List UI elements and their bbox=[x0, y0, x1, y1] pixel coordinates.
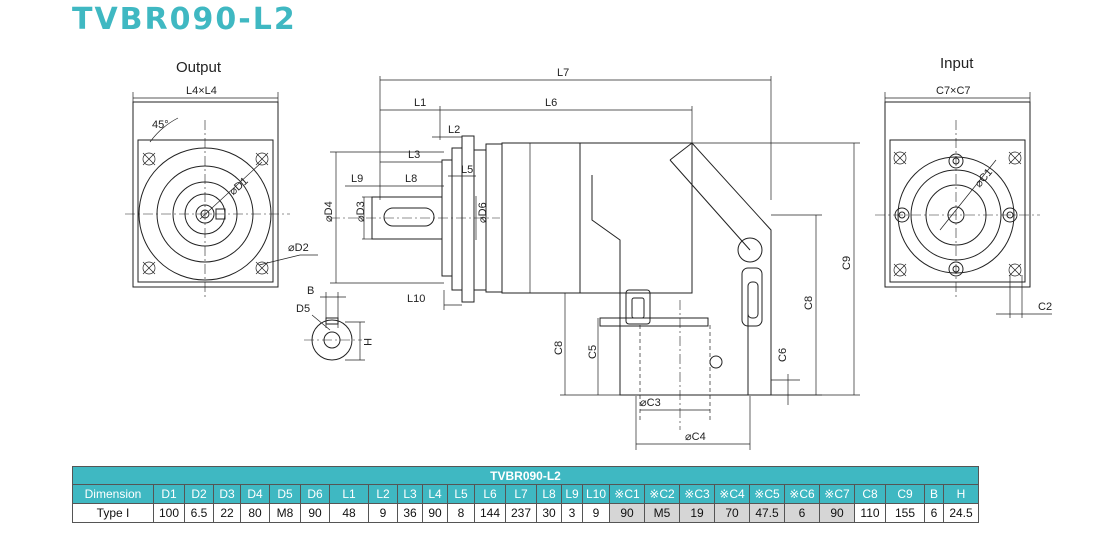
table-cell: 90 bbox=[300, 503, 330, 523]
dim-L9: L9 bbox=[351, 173, 363, 185]
table-caption: TVBR090-L2 bbox=[72, 466, 979, 485]
dim-L2: L2 bbox=[448, 124, 460, 136]
page-title: TVBR090-L2 bbox=[72, 2, 297, 37]
dim-L1: L1 bbox=[414, 97, 426, 109]
table-header-cell: ※C1 bbox=[609, 484, 645, 504]
dim-C3: ⌀C3 bbox=[640, 397, 661, 409]
table-header-cell: L10 bbox=[582, 484, 610, 504]
dim-L4xL4: L4×L4 bbox=[186, 85, 217, 97]
table-header-cell: L2 bbox=[368, 484, 398, 504]
table-row-label: Type I bbox=[72, 503, 154, 523]
table-header-cell: B bbox=[924, 484, 944, 504]
table-cell: 237 bbox=[505, 503, 537, 523]
dim-L7: L7 bbox=[557, 67, 569, 79]
dim-C7xC7: C7×C7 bbox=[936, 85, 971, 97]
table-cell: M8 bbox=[269, 503, 301, 523]
dim-L8: L8 bbox=[405, 173, 417, 185]
table-cell: 90 bbox=[422, 503, 448, 523]
dim-C2: C2 bbox=[1038, 301, 1052, 313]
table-header-cell: ※C2 bbox=[644, 484, 680, 504]
output-view: Output L4×L4 45° ⌀D1 bbox=[125, 59, 318, 300]
table-cell: 9 bbox=[582, 503, 610, 523]
table-cell: 90 bbox=[609, 503, 645, 523]
table-cell: 9 bbox=[368, 503, 398, 523]
table-header-cell: C9 bbox=[885, 484, 925, 504]
table-header-cell: D1 bbox=[153, 484, 185, 504]
dim-L6: L6 bbox=[545, 97, 557, 109]
table-cell: 100 bbox=[153, 503, 185, 523]
dim-angle-45: 45° bbox=[152, 119, 169, 131]
table-header-cell: ※C4 bbox=[714, 484, 750, 504]
table-header-cell: L1 bbox=[329, 484, 369, 504]
table-cell: 155 bbox=[885, 503, 925, 523]
technical-drawing: Output L4×L4 45° ⌀D1 bbox=[125, 55, 1052, 450]
side-view: L7 L1 L6 L2 L3 L9 L8 L5 ⌀D4 ⌀D3 bbox=[323, 67, 860, 450]
table-cell: 70 bbox=[714, 503, 750, 523]
table-header-cell: ※C5 bbox=[749, 484, 785, 504]
table-header-cell: ※C6 bbox=[784, 484, 820, 504]
dim-C4: ⌀C4 bbox=[685, 431, 706, 443]
table-header-cell: D6 bbox=[300, 484, 330, 504]
dim-D6: ⌀D6 bbox=[477, 202, 489, 223]
dim-B: B bbox=[307, 285, 314, 297]
table-cell: 144 bbox=[474, 503, 506, 523]
table-header-cell: D3 bbox=[213, 484, 241, 504]
table-cell: 3 bbox=[561, 503, 583, 523]
table-cell: 80 bbox=[240, 503, 270, 523]
output-view-title: Output bbox=[176, 59, 222, 76]
dim-D2: ⌀D2 bbox=[288, 242, 309, 254]
table-header-cell: H bbox=[943, 484, 979, 504]
dim-L3: L3 bbox=[408, 149, 420, 161]
table-cell: M5 bbox=[644, 503, 680, 523]
dim-C9: C9 bbox=[841, 256, 853, 270]
table-cell: 19 bbox=[679, 503, 715, 523]
dim-D4: ⌀D4 bbox=[323, 201, 335, 222]
table-header-cell: L3 bbox=[397, 484, 423, 504]
table-cell: 48 bbox=[329, 503, 369, 523]
table-cell: 22 bbox=[213, 503, 241, 523]
table-cell: 90 bbox=[819, 503, 855, 523]
input-view: Input C7×C7 ⌀C1 C2 bbox=[875, 55, 1052, 318]
table-cell: 6 bbox=[924, 503, 944, 523]
table-header-cell: L8 bbox=[536, 484, 562, 504]
table-header-cell: L7 bbox=[505, 484, 537, 504]
table-header-cell: L5 bbox=[447, 484, 475, 504]
table-header-cell: D2 bbox=[184, 484, 214, 504]
table-cell: 30 bbox=[536, 503, 562, 523]
table-header-cell: D4 bbox=[240, 484, 270, 504]
table-cell: 110 bbox=[854, 503, 886, 523]
dim-C8-left: C8 bbox=[553, 341, 565, 355]
table-cell: 6 bbox=[784, 503, 820, 523]
shaft-key-detail: B D5 H bbox=[296, 285, 373, 361]
table-header-cell: ※C3 bbox=[679, 484, 715, 504]
table-cell: 24.5 bbox=[943, 503, 979, 523]
table-header-cell: D5 bbox=[269, 484, 301, 504]
dim-H: H bbox=[361, 338, 373, 346]
table-cell: 47.5 bbox=[749, 503, 785, 523]
table-header-cell: L4 bbox=[422, 484, 448, 504]
dim-C5: C5 bbox=[587, 345, 599, 359]
dim-D5: D5 bbox=[296, 303, 310, 315]
input-view-title: Input bbox=[940, 55, 974, 72]
table-header-cell: C8 bbox=[854, 484, 886, 504]
table-header-cell: L6 bbox=[474, 484, 506, 504]
table-cell: 36 bbox=[397, 503, 423, 523]
table-header-cell: ※C7 bbox=[819, 484, 855, 504]
table-header-cell: Dimension bbox=[72, 484, 154, 504]
table-header-cell: L9 bbox=[561, 484, 583, 504]
dim-C6: C6 bbox=[777, 348, 789, 362]
table-cell: 8 bbox=[447, 503, 475, 523]
dim-L5: L5 bbox=[461, 164, 473, 176]
table-cell: 6.5 bbox=[184, 503, 214, 523]
dim-L10: L10 bbox=[407, 293, 425, 305]
dim-C8-right: C8 bbox=[803, 296, 815, 310]
dim-D3: ⌀D3 bbox=[355, 201, 367, 222]
